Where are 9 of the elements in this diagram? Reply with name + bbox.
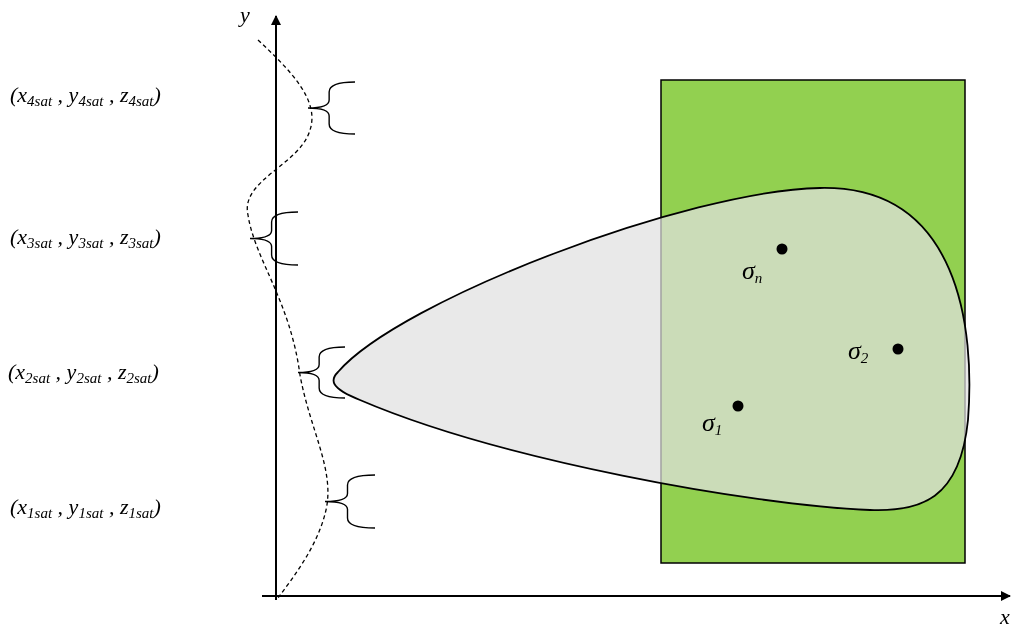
coordinate-label: (x$_{2sat}$ , y$_{2sat}$ , z$_{2sat}$) bbox=[8, 361, 159, 386]
point-label: σ$_{2}$ bbox=[848, 338, 869, 366]
axis-label: x bbox=[1000, 606, 1010, 628]
coordinate-label: (x$_{1sat}$ , y$_{1sat}$ , z$_{1sat}$) bbox=[10, 496, 161, 521]
point-label: σ$_{1}$ bbox=[702, 410, 723, 438]
axis-label: y bbox=[240, 4, 250, 26]
coordinate-label: (x$_{3sat}$ , y$_{3sat}$ , z$_{3sat}$) bbox=[10, 226, 161, 251]
coordinate-label: (x$_{4sat}$ , y$_{4sat}$ , z$_{4sat}$) bbox=[10, 84, 161, 109]
point-label: σ$_{n}$ bbox=[742, 258, 763, 286]
